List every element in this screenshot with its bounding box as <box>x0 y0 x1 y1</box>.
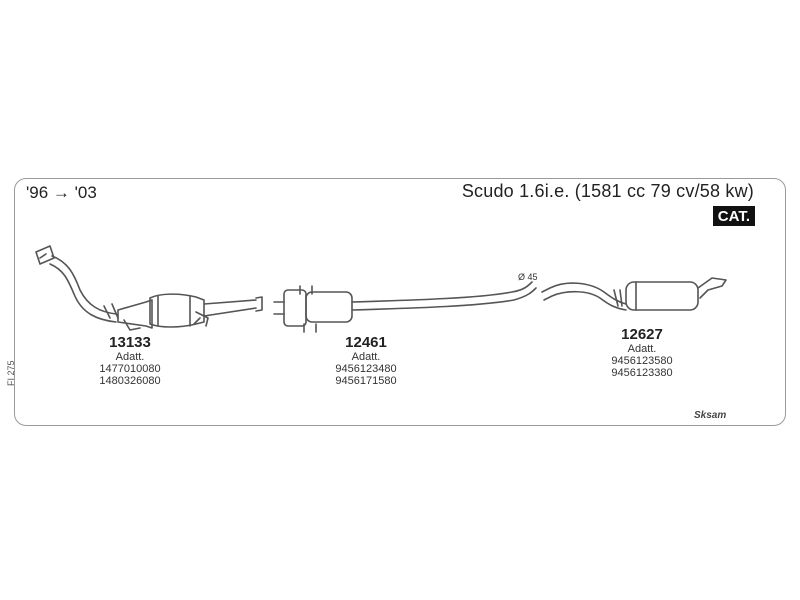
diameter-label: Ø 45 <box>518 272 538 282</box>
part-number: 13133 <box>109 334 151 351</box>
ref-number: 9456123480 <box>335 363 397 375</box>
front-pipe-with-catalyst <box>35 245 263 331</box>
ref-number: 1477010080 <box>99 363 161 375</box>
ref-number: 9456123380 <box>611 367 673 379</box>
adapt-label: Adatt. <box>115 351 145 363</box>
part-number: 12627 <box>621 326 663 343</box>
part-block-13133: 13133 Adatt. 1477010080 1480326080 <box>84 334 176 387</box>
year-from: '96 <box>26 183 49 202</box>
brand-mark: Sksam <box>694 410 727 421</box>
year-to: '03 <box>74 183 97 202</box>
part-number: 12461 <box>345 334 387 351</box>
part-block-12461: 12461 Adatt. 9456123480 9456171580 <box>320 334 412 387</box>
ref-number: 9456123580 <box>611 355 673 367</box>
cat-badge: CAT. <box>712 206 755 226</box>
year-range: '96 → '03 <box>26 183 97 203</box>
center-silencer <box>273 281 537 333</box>
model-title: Scudo 1.6i.e. (1581 cc 79 cv/58 kw) <box>461 181 754 201</box>
adapt-label: Adatt. <box>627 343 657 355</box>
ref-number: 9456171580 <box>335 375 397 387</box>
rear-silencer <box>541 277 727 311</box>
figure-code: FI 275 <box>6 360 16 386</box>
adapt-label: Adatt. <box>351 351 381 363</box>
ref-number: 1480326080 <box>99 375 161 387</box>
arrow-icon: → <box>52 183 70 202</box>
diagram-panel <box>14 178 786 426</box>
part-block-12627: 12627 Adatt. 9456123580 9456123380 <box>596 326 688 379</box>
